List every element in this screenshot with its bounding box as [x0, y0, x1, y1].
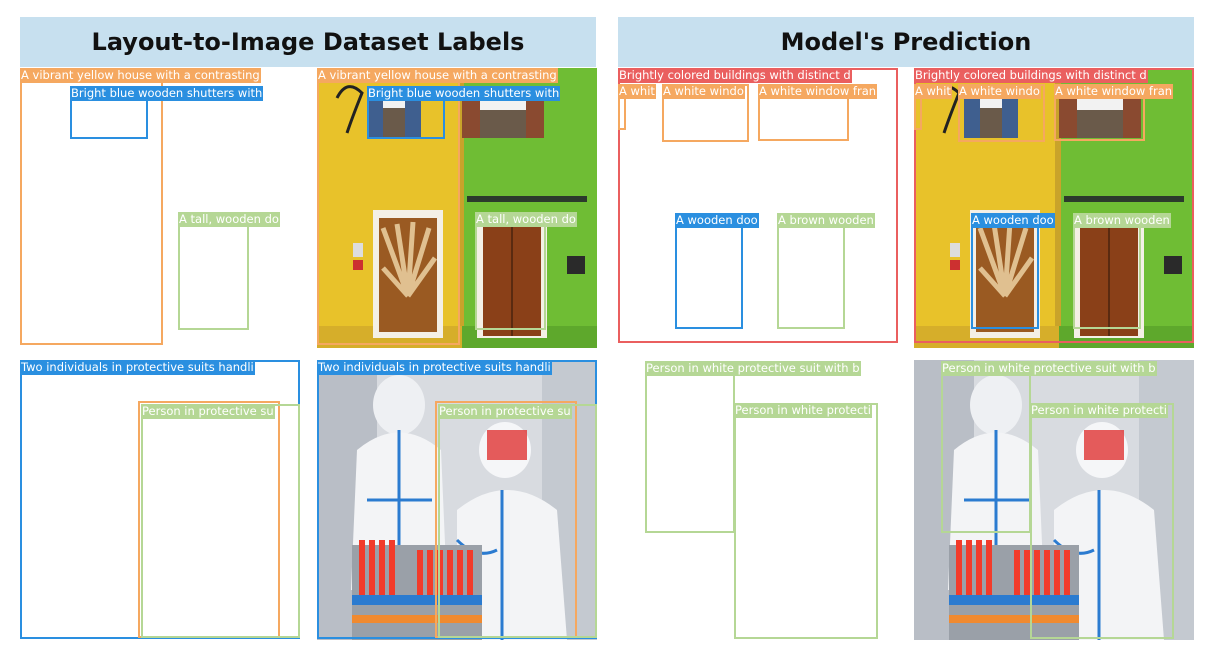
box-wooden-door: A tall, wooden do: [475, 212, 577, 330]
box-person: Person in protective su: [141, 404, 300, 638]
label-person-a: Person in white protective suit with b: [941, 361, 1157, 376]
box-person-a: Person in white protective suit with b: [941, 361, 1157, 533]
box-brown-door: A brown wooden: [777, 213, 875, 329]
label-window-c: A white window fran: [1054, 84, 1174, 99]
label-wooden-door: A tall, wooden do: [475, 212, 577, 227]
label-person-b: Person in white protecti: [734, 403, 872, 418]
label-window-a: A whit: [914, 84, 952, 99]
box-brown-door: A brown wooden: [1073, 213, 1171, 329]
box-person-a: Person in white protective suit with b: [645, 361, 861, 533]
panel-gt-layout-lab: Two individuals in protective suits hand…: [20, 360, 300, 640]
panel-pred-layout-house: Brightly colored buildings with distinct…: [618, 68, 898, 348]
house-photo: [317, 68, 597, 348]
label-brown-door: A brown wooden: [777, 213, 875, 228]
box-blue-shutters: Bright blue wooden shutters with: [70, 86, 264, 139]
label-two-individuals: Two individuals in protective suits hand…: [317, 360, 552, 375]
box-window-a: A whit: [914, 84, 952, 130]
label-brown-door: A brown wooden: [1073, 213, 1171, 228]
box-person: Person in protective su: [438, 404, 597, 638]
label-wooden-door: A wooden doo: [675, 213, 759, 228]
label-buildings: Brightly colored buildings with distinct…: [618, 68, 852, 83]
label-window-a: A whit: [618, 84, 656, 99]
box-person-b: Person in white protecti: [1030, 403, 1174, 639]
label-wooden-door: A wooden doo: [971, 213, 1055, 228]
label-person-b: Person in white protecti: [1030, 403, 1168, 418]
panel-gt-photo-lab: Two individuals in protective suits hand…: [317, 360, 597, 640]
label-person-a: Person in white protective suit with b: [645, 361, 861, 376]
panel-gt-layout-house: A vibrant yellow house with a contrastin…: [20, 68, 300, 348]
box-yellow-house: A vibrant yellow house with a contrastin…: [20, 68, 261, 345]
box-wooden-door: A wooden doo: [675, 213, 759, 329]
label-window-b: A white windo: [662, 84, 745, 99]
panel-pred-layout-lab: Person in white protective suit with b P…: [618, 360, 898, 640]
house-photo: [914, 68, 1194, 348]
box-wooden-door: A tall, wooden do: [178, 212, 280, 330]
box-yellow-house: A vibrant yellow house with a contrastin…: [317, 68, 558, 345]
panel-gt-photo-house: A vibrant yellow house with a contrastin…: [317, 68, 597, 348]
box-two-individuals: Two individuals in protective suits hand…: [20, 360, 300, 639]
box-buildings: Brightly colored buildings with distinct…: [618, 68, 898, 343]
box-window-c: A white window fran: [758, 84, 878, 141]
box-window-a: A whit: [618, 84, 656, 130]
panel-pred-photo-lab: Person in white protective suit with b P…: [914, 360, 1194, 640]
label-buildings: Brightly colored buildings with distinct…: [914, 68, 1148, 83]
box-buildings: Brightly colored buildings with distinct…: [914, 68, 1194, 343]
box-blue-shutters: Bright blue wooden shutters with: [367, 86, 561, 139]
label-window-b: A white windo: [958, 84, 1041, 99]
label-person: Person in protective su: [141, 404, 275, 419]
header-model-prediction: Model's Prediction: [618, 17, 1194, 67]
header-dataset-labels: Layout-to-Image Dataset Labels: [20, 17, 596, 67]
label-window-c: A white window fran: [758, 84, 878, 99]
box-window-b: A white windo: [958, 84, 1045, 142]
label-blue-shutters: Bright blue wooden shutters with: [367, 86, 561, 101]
box-wooden-door: A wooden doo: [971, 213, 1055, 329]
box-window-c: A white window fran: [1054, 84, 1174, 141]
label-blue-shutters: Bright blue wooden shutters with: [70, 86, 264, 101]
box-window-b: A white windo: [662, 84, 749, 142]
label-yellow-house: A vibrant yellow house with a contrastin…: [20, 68, 261, 83]
label-person: Person in protective su: [438, 404, 572, 419]
lab-photo: [317, 360, 597, 640]
box-person-b: Person in white protecti: [734, 403, 878, 639]
label-yellow-house: A vibrant yellow house with a contrastin…: [317, 68, 558, 83]
label-two-individuals: Two individuals in protective suits hand…: [20, 360, 255, 375]
label-wooden-door: A tall, wooden do: [178, 212, 280, 227]
panel-pred-photo-house: Brightly colored buildings with distinct…: [914, 68, 1194, 348]
